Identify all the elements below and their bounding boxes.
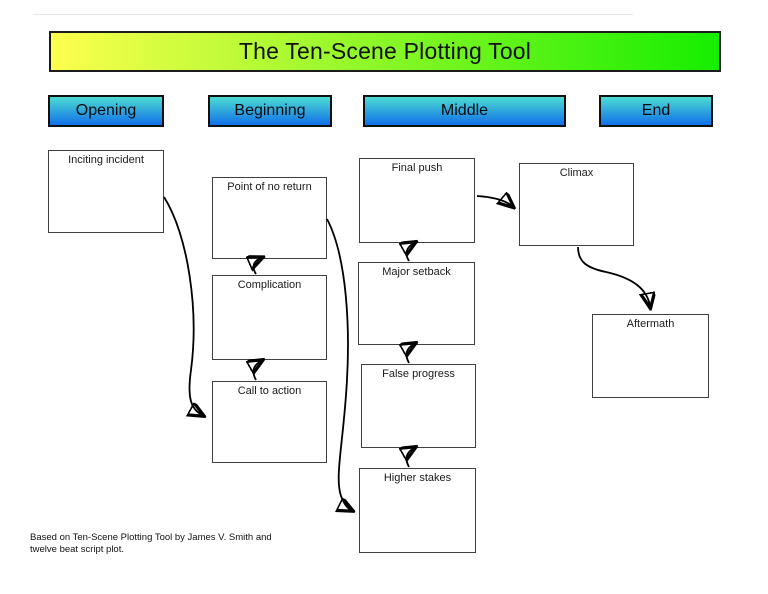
arrow-complication-to-point-of-no-return — [254, 258, 261, 275]
scene-box-aftermath: Aftermath — [592, 314, 709, 398]
scene-box-climax: Climax — [519, 163, 634, 246]
scene-box-label: Call to action — [237, 385, 302, 397]
arrow-final-push-to-climax — [476, 196, 512, 206]
column-header-label: Middle — [440, 102, 489, 119]
arrow-inciting-incident-to-call-to-action — [163, 196, 202, 415]
scene-box-label: Final push — [391, 162, 443, 174]
scene-box-complication: Complication — [212, 275, 327, 360]
scene-box-label: Major setback — [382, 266, 451, 278]
page-title: The Ten-Scene Plotting Tool — [238, 38, 532, 64]
arrow-false-progress-to-major-setback — [407, 344, 414, 364]
scene-box-call-to-action: Call to action — [212, 381, 327, 463]
scene-box-major-setback: Major setback — [358, 262, 475, 345]
arrow-major-setback-to-final-push — [407, 243, 414, 262]
scene-box-higher-stakes: Higher stakes — [359, 468, 476, 553]
column-header-middle: Middle — [363, 95, 566, 127]
arrow-point-of-no-return-to-higher-stakes — [326, 218, 351, 510]
scene-box-inciting-incident: Inciting incident — [48, 150, 164, 233]
scene-box-label: Climax — [559, 167, 594, 179]
scene-box-point-of-no-return: Point of no return — [212, 177, 327, 259]
arrow-higher-stakes-to-false-progress — [407, 448, 414, 468]
scene-box-label: Aftermath — [626, 318, 675, 330]
column-header-opening: Opening — [48, 95, 164, 127]
column-header-label: End — [641, 102, 671, 119]
attribution-note: Based on Ten-Scene Plotting Tool by Jame… — [30, 532, 272, 556]
column-header-label: Opening — [75, 102, 137, 119]
scene-box-final-push: Final push — [359, 158, 475, 243]
title-bar: The Ten-Scene Plotting Tool — [49, 31, 721, 72]
scene-box-false-progress: False progress — [361, 364, 476, 448]
page-edge-line — [33, 14, 633, 15]
scene-box-label: False progress — [382, 368, 455, 380]
arrow-climax-to-aftermath — [577, 246, 650, 306]
column-header-end: End — [599, 95, 713, 127]
scene-box-label: Complication — [237, 279, 302, 291]
column-header-beginning: Beginning — [208, 95, 332, 127]
scene-box-label: Higher stakes — [383, 472, 452, 484]
column-header-label: Beginning — [234, 102, 306, 119]
scene-box-label: Point of no return — [227, 181, 312, 193]
arrow-call-to-action-to-complication — [254, 361, 261, 381]
scene-box-label: Inciting incident — [68, 154, 144, 166]
